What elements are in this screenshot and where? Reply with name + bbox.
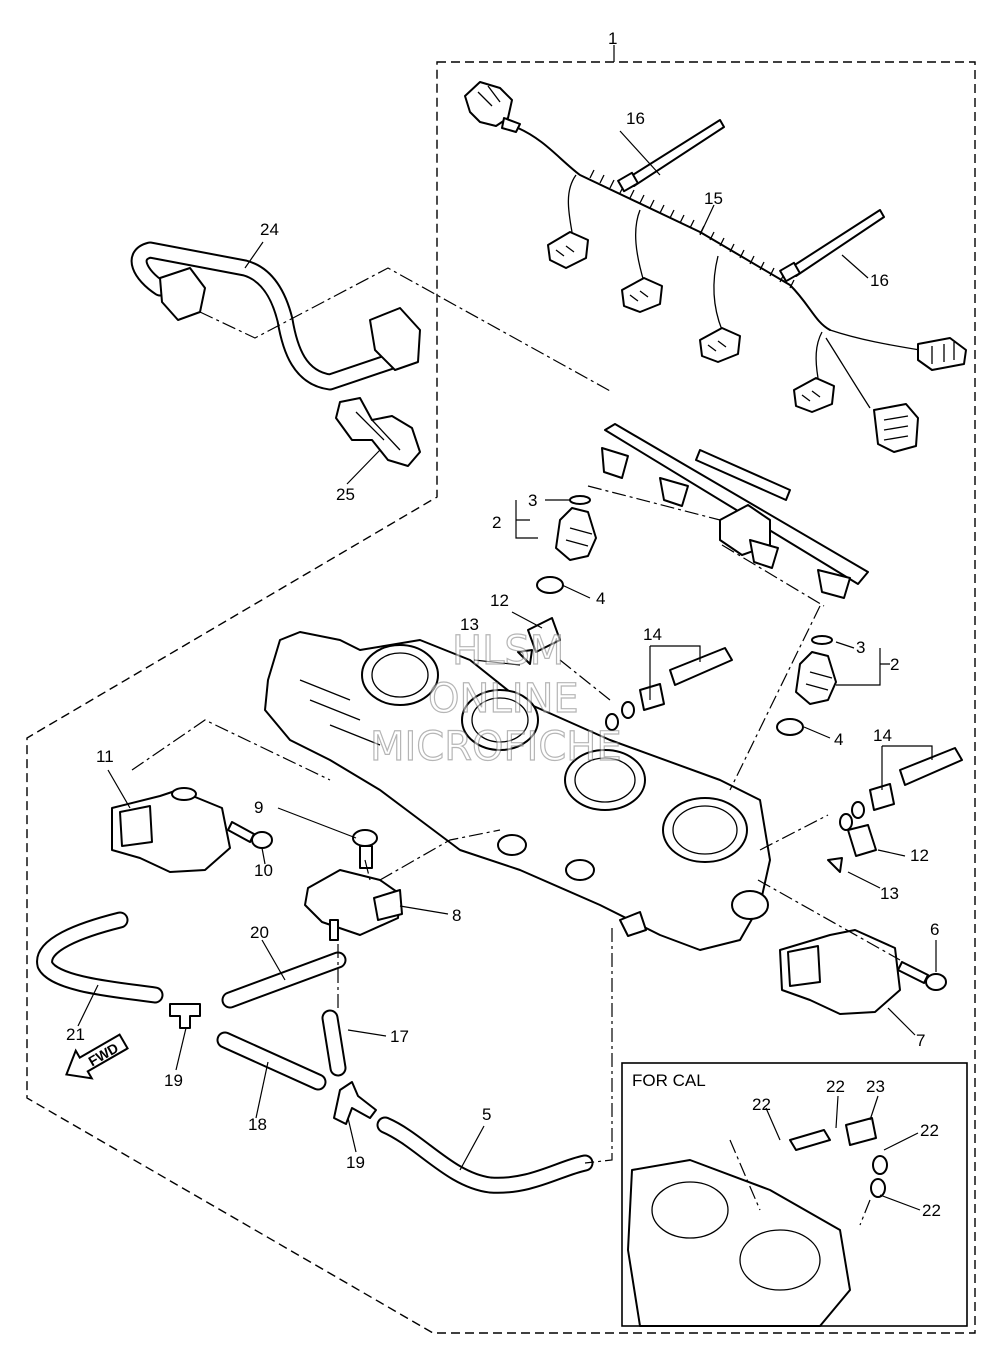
throttle-sensor-11 <box>111 787 231 873</box>
assembly-1-boundary <box>26 61 976 1334</box>
callout-12-upper: 12 <box>490 591 509 610</box>
assembly-lines <box>131 267 901 1226</box>
callout-24: 24 <box>260 220 279 239</box>
callout-2-left: 2 <box>492 513 501 532</box>
callout-22-a: 22 <box>826 1077 845 1096</box>
callout-9: 9 <box>254 798 263 817</box>
hoses-lower <box>36 911 594 1194</box>
callout-14-upper: 14 <box>643 625 662 644</box>
callout-14-right: 14 <box>873 726 892 745</box>
callout-15: 15 <box>704 189 723 208</box>
callout-2-right: 2 <box>890 655 899 674</box>
throttle-sensor-7 <box>779 929 901 1015</box>
callout-16-lower: 16 <box>870 271 889 290</box>
callout-1: 1 <box>608 29 617 48</box>
callout-3-right: 3 <box>856 638 865 657</box>
callout-23: 23 <box>866 1077 885 1096</box>
screw-10 <box>227 821 273 849</box>
callout-16-upper: 16 <box>626 109 645 128</box>
injector-assy-right <box>776 635 837 736</box>
callout-7: 7 <box>916 1031 925 1050</box>
callout-13-upper: 13 <box>460 615 479 634</box>
inset-sketch <box>627 1117 888 1327</box>
callout-6: 6 <box>930 920 939 939</box>
callout-17: 17 <box>390 1027 409 1046</box>
callout-19-left: 19 <box>164 1071 183 1090</box>
callout-3-left: 3 <box>528 491 537 510</box>
callout-22-d: 22 <box>922 1201 941 1220</box>
callout-22-b: 22 <box>752 1095 771 1114</box>
throttle-body <box>264 631 771 951</box>
callout-8: 8 <box>452 906 461 925</box>
watermark-line-2: ONLINE <box>428 676 579 722</box>
callout-25: 25 <box>336 485 355 504</box>
fuel-hose-24 <box>130 241 421 391</box>
callout-18: 18 <box>248 1115 267 1134</box>
watermark-line-3: MICROFICHE <box>370 724 622 770</box>
callout-4-left: 4 <box>596 589 605 608</box>
callouts: 1 16 15 24 16 25 3 2 4 12 13 14 3 2 4 14… <box>66 29 941 1220</box>
inset-title: FOR CAL <box>632 1071 706 1090</box>
parts-right-cluster <box>827 747 963 873</box>
injector-assy-left <box>536 495 597 594</box>
callout-4-right: 4 <box>834 730 843 749</box>
cable-tie-lower <box>779 209 885 283</box>
watermark: HLSM ONLINE MICROFICHE <box>369 627 622 770</box>
pressure-sensor-8 <box>304 869 403 941</box>
callout-12-right: 12 <box>910 846 929 865</box>
callout-20: 20 <box>250 923 269 942</box>
wire-harness <box>464 81 967 453</box>
screw-9 <box>352 829 378 869</box>
callout-10: 10 <box>254 861 273 880</box>
callout-19-right: 19 <box>346 1153 365 1172</box>
hose-clamp-25 <box>335 397 421 467</box>
callout-11: 11 <box>96 747 114 766</box>
callout-13-right: 13 <box>880 884 899 903</box>
watermark-line-1: HLSM <box>452 628 564 674</box>
callout-22-c: 22 <box>920 1121 939 1140</box>
callout-21: 21 <box>66 1025 85 1044</box>
screw-6 <box>897 961 947 991</box>
callout-5: 5 <box>482 1105 491 1124</box>
cable-tie-upper <box>617 119 725 193</box>
leader-lines <box>77 130 937 1211</box>
parts-upper-cluster <box>517 617 733 731</box>
fuel-rail <box>601 423 869 599</box>
